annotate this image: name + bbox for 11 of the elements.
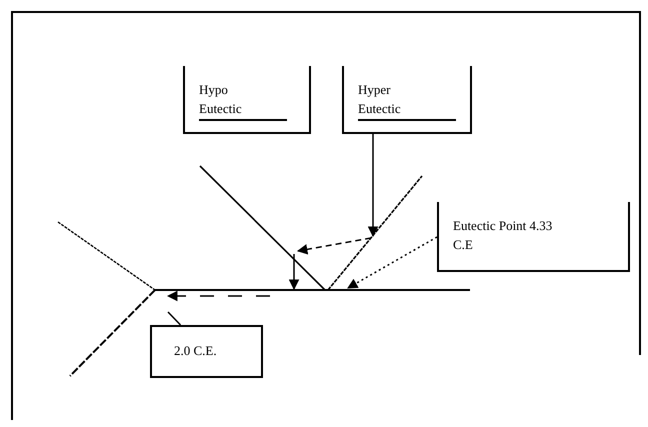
- label-text: Hypo Eutectic: [199, 81, 243, 118]
- arrow: [368, 134, 378, 238]
- bracket-label-box: [342, 66, 472, 134]
- leader-line: [167, 311, 182, 326]
- label-text: Eutectic Point 4.33 C.E: [453, 217, 554, 254]
- label-box: [150, 325, 263, 378]
- bracket-label-box: [183, 66, 311, 134]
- bracket-label-box: [437, 202, 630, 272]
- label-text: 2.0 C.E.: [174, 342, 218, 360]
- leader-arrow: [347, 236, 438, 289]
- label-text: Hyper Eutectic: [358, 81, 402, 118]
